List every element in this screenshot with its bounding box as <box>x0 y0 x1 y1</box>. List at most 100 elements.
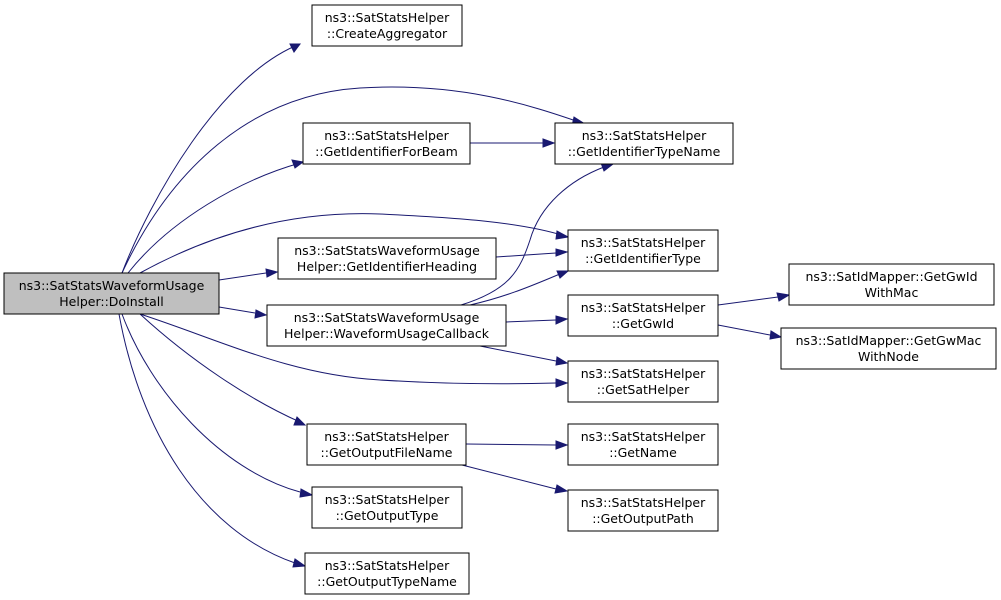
node-get-name-line1: ns3::SatStatsHelper <box>581 429 706 444</box>
edge-doinstall-to-get-identifier-type <box>139 213 570 274</box>
edge-doinstall-to-get-output-type <box>121 313 314 498</box>
node-get-gw-id[interactable]: ns3::SatStatsHelper ::GetGwId <box>567 294 719 337</box>
node-get-name[interactable]: ns3::SatStatsHelper ::GetName <box>567 423 719 466</box>
node-get-output-type-line2: ::GetOutputType <box>336 508 439 523</box>
edge-waveform-usage-callback-to-get-identifier-type <box>469 270 570 306</box>
arrowhead-icon <box>555 230 570 240</box>
node-get-identifier-heading-line2: Helper::GetIdentifierHeading <box>297 259 477 274</box>
node-doinstall-line1: ns3::SatStatsWaveformUsage <box>19 278 205 293</box>
edge-line <box>505 319 557 323</box>
arrowhead-icon <box>299 488 314 498</box>
node-get-gw-mac-with-node-line1: ns3::SatIdMapper::GetGwMac <box>796 333 982 348</box>
node-get-identifier-for-beam[interactable]: ns3::SatStatsHelper ::GetIdentifierForBe… <box>302 122 471 165</box>
edge-doinstall-to-get-output-file-name <box>139 313 307 426</box>
arrowhead-icon <box>555 356 569 366</box>
edge-line <box>139 313 301 423</box>
node-get-identifier-heading[interactable]: ns3::SatStatsWaveformUsage Helper::GetId… <box>277 237 497 280</box>
node-create-aggregator-line1: ns3::SatStatsHelper <box>325 10 450 25</box>
edge-doinstall-to-create-aggregator <box>121 43 301 274</box>
node-get-output-type-name-line1: ns3::SatStatsHelper <box>325 558 450 573</box>
edge-line <box>479 345 557 362</box>
edge-get-gw-id-to-get-gw-mac-with-node <box>717 324 783 340</box>
node-get-identifier-type[interactable]: ns3::SatStatsHelper ::GetIdentifierType <box>567 229 719 272</box>
edge-line <box>469 273 561 306</box>
arrowhead-icon <box>289 43 301 53</box>
edge-get-output-file-name-to-get-name <box>465 440 569 450</box>
node-get-gw-id-with-mac[interactable]: ns3::SatIdMapper::GetGwId WithMac <box>788 263 995 306</box>
edge-line <box>218 272 267 281</box>
arrowhead-icon <box>293 416 307 426</box>
edge-line <box>495 252 557 258</box>
node-get-output-path[interactable]: ns3::SatStatsHelper ::GetOutputPath <box>567 489 719 532</box>
node-get-output-file-name[interactable]: ns3::SatStatsHelper ::GetOutputFileName <box>306 423 467 466</box>
node-get-gw-mac-with-node-line2: WithNode <box>858 349 919 364</box>
node-get-output-type[interactable]: ns3::SatStatsHelper ::GetOutputType <box>311 486 463 529</box>
edge-line <box>717 296 779 306</box>
edge-get-gw-id-to-get-gw-id-with-mac <box>717 292 791 306</box>
node-get-identifier-type-line1: ns3::SatStatsHelper <box>581 235 706 250</box>
arrowhead-icon <box>556 270 570 279</box>
arrowhead-icon <box>254 309 268 319</box>
edge-line <box>717 324 771 336</box>
node-get-identifier-type-name-line1: ns3::SatStatsHelper <box>582 128 707 143</box>
edge-get-identifier-for-beam-to-get-identifier-type-name <box>470 138 556 148</box>
node-get-sat-helper-line2: ::GetSatHelper <box>597 382 690 397</box>
edge-waveform-usage-callback-to-get-gw-id <box>505 315 569 325</box>
node-create-aggregator-line2: ::CreateAggregator <box>327 26 448 41</box>
node-get-name-line2: ::GetName <box>609 445 677 460</box>
edge-get-identifier-heading-to-get-identifier-type <box>495 248 569 258</box>
arrowhead-icon <box>265 268 279 278</box>
node-get-output-file-name-line1: ns3::SatStatsHelper <box>324 429 449 444</box>
node-doinstall[interactable]: ns3::SatStatsWaveformUsage Helper::DoIns… <box>3 272 220 315</box>
edge-doinstall-to-get-sat-helper <box>139 313 569 388</box>
edge-line <box>121 86 583 274</box>
arrowhead-icon <box>555 440 569 450</box>
node-get-identifier-type-line2: ::GetIdentifierType <box>585 251 701 266</box>
arrowhead-icon <box>542 138 556 148</box>
node-get-gw-id-with-mac-line1: ns3::SatIdMapper::GetGwId <box>805 269 977 284</box>
arrowhead-icon <box>769 330 783 340</box>
edge-line <box>121 313 301 493</box>
edge-line <box>139 313 557 385</box>
node-get-sat-helper-line1: ns3::SatStatsHelper <box>581 366 706 381</box>
edge-waveform-usage-callback-to-get-sat-helper <box>479 345 569 366</box>
edge-waveform-usage-callback-to-get-identifier-type-name <box>460 162 615 306</box>
edge-get-output-file-name-to-get-output-path <box>461 464 569 494</box>
node-get-output-type-name-line2: ::GetOutputTypeName <box>317 574 457 589</box>
edge-line <box>461 464 557 490</box>
arrowhead-icon <box>555 378 569 388</box>
node-get-gw-id-with-mac-line2: WithMac <box>865 285 919 300</box>
node-create-aggregator[interactable]: ns3::SatStatsHelper ::CreateAggregator <box>311 4 463 47</box>
edge-line <box>127 162 301 274</box>
node-doinstall-line2: Helper::DoInstall <box>59 294 163 309</box>
edge-line <box>121 43 301 274</box>
arrowhead-icon <box>555 315 569 325</box>
edge-doinstall-to-get-identifier-heading <box>218 268 279 281</box>
node-get-gw-id-line1: ns3::SatStatsHelper <box>581 300 706 315</box>
node-waveform-usage-callback[interactable]: ns3::SatStatsWaveformUsage Helper::Wavef… <box>266 304 507 347</box>
node-waveform-usage-callback-line2: Helper::WaveformUsageCallback <box>284 326 490 341</box>
node-get-identifier-for-beam-line1: ns3::SatStatsHelper <box>324 128 449 143</box>
node-get-identifier-heading-line1: ns3::SatStatsWaveformUsage <box>294 243 480 258</box>
node-get-output-type-line1: ns3::SatStatsHelper <box>325 492 450 507</box>
edge-doinstall-to-get-identifier-for-beam <box>127 159 305 274</box>
edge-line <box>139 213 566 274</box>
node-get-gw-mac-with-node[interactable]: ns3::SatIdMapper::GetGwMac WithNode <box>780 327 997 370</box>
arrowhead-icon <box>292 558 307 568</box>
arrowhead-icon <box>555 248 569 257</box>
node-get-output-file-name-line2: ::GetOutputFileName <box>321 445 453 460</box>
edge-doinstall-to-waveform-usage-callback <box>218 306 268 319</box>
node-get-output-path-line1: ns3::SatStatsHelper <box>581 495 706 510</box>
arrowhead-icon <box>776 292 791 302</box>
node-get-gw-id-line2: ::GetGwId <box>612 316 674 331</box>
edge-line <box>460 166 605 306</box>
arrowhead-icon <box>554 484 569 494</box>
arrowhead-icon <box>291 159 305 169</box>
node-get-identifier-for-beam-line2: ::GetIdentifierForBeam <box>315 144 458 159</box>
edge-line <box>118 313 296 564</box>
node-get-sat-helper[interactable]: ns3::SatStatsHelper ::GetSatHelper <box>567 360 719 403</box>
node-get-identifier-type-name[interactable]: ns3::SatStatsHelper ::GetIdentifierTypeN… <box>554 122 734 165</box>
node-get-output-type-name[interactable]: ns3::SatStatsHelper ::GetOutputTypeName <box>304 552 470 595</box>
edge-line <box>465 443 557 446</box>
